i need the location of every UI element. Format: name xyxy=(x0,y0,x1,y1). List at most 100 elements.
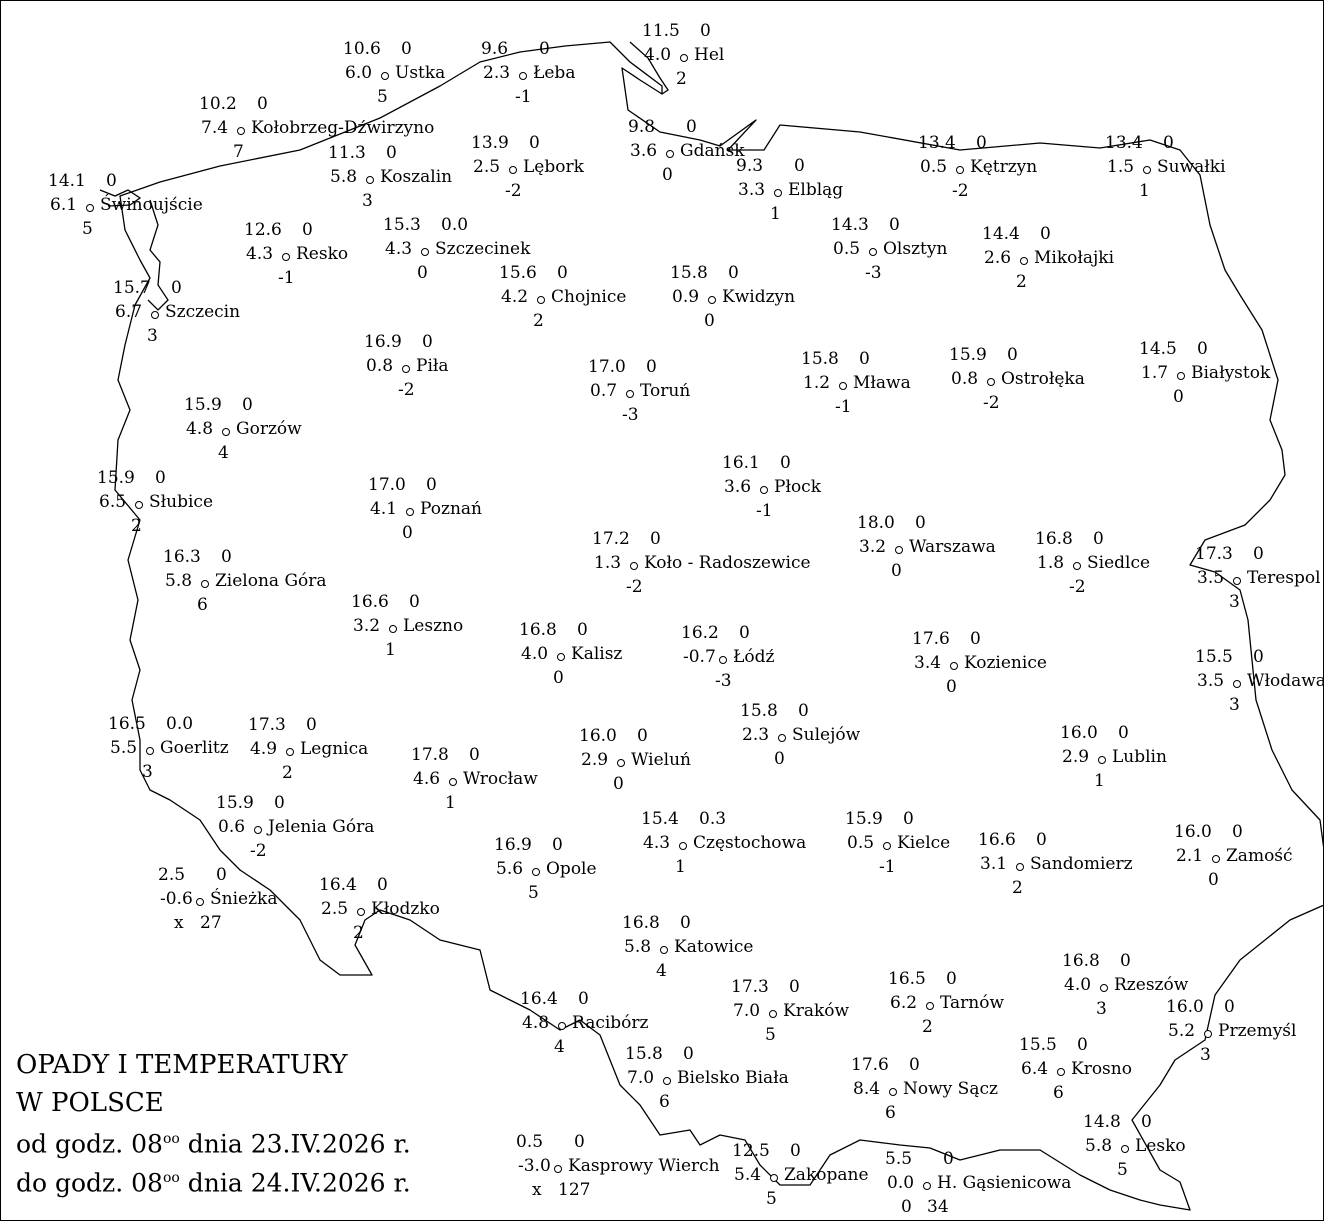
station-name: Bielsko Biała xyxy=(677,1068,789,1088)
station-name: Katowice xyxy=(674,937,754,957)
station-precip: 0 xyxy=(903,809,914,829)
station-tmin: 0.5 xyxy=(847,833,875,853)
station-tmin: 6.4 xyxy=(1021,1059,1049,1079)
station-tmax: 17.3 xyxy=(731,977,769,997)
station-name: Gdańsk xyxy=(680,141,745,161)
station-name: Częstochowa xyxy=(693,833,807,853)
station-tmin: 3.5 xyxy=(1197,568,1225,588)
station-precip: 0 xyxy=(1224,997,1235,1017)
station-marker-icon xyxy=(286,748,294,756)
station-marker-icon xyxy=(237,127,245,135)
station-marker-icon xyxy=(950,662,958,670)
station-tmax: 15.9 xyxy=(949,345,987,365)
station-marker-icon xyxy=(883,842,891,850)
station-name: Koło - Radoszewice xyxy=(644,553,811,573)
station-tground: 5 xyxy=(1117,1160,1128,1180)
station-precip: 0 xyxy=(469,745,480,765)
station-tmin: 0.0 xyxy=(887,1173,915,1193)
station-name: Terespol xyxy=(1247,568,1321,588)
station-precip: 0 xyxy=(426,475,437,495)
station-name: Przemyśl xyxy=(1218,1021,1297,1041)
station-tground: 3 xyxy=(1096,999,1107,1019)
station-tmax: 15.9 xyxy=(216,793,254,813)
station-tmax: 16.0 xyxy=(1174,822,1212,842)
station-precip: 0 xyxy=(680,913,691,933)
station-name: Racibórz xyxy=(572,1013,649,1033)
station-tground: -1 xyxy=(879,857,896,877)
station-tmax: 15.9 xyxy=(97,468,135,488)
station-tground: 6 xyxy=(885,1103,896,1123)
legend-title-line2: W POLSCE xyxy=(16,1088,164,1118)
station-tmin: 4.2 xyxy=(501,287,529,307)
legend-from-suffix: dnia 23.IV.2026 r. xyxy=(179,1129,411,1159)
station-tmax: 16.8 xyxy=(1062,951,1100,971)
station-precip: 0 xyxy=(274,793,285,813)
station-tmax: 15.4 xyxy=(641,809,679,829)
station-precip: 0 xyxy=(1253,647,1264,667)
station-name: Kasprowy Wierch xyxy=(568,1156,720,1176)
station-marker-icon xyxy=(680,54,688,62)
hel-peninsula xyxy=(629,41,669,95)
station-marker-icon xyxy=(1016,863,1024,871)
station-tground: 2 xyxy=(353,923,364,943)
station-tground: 2 xyxy=(131,516,142,536)
station-tmin: 7.4 xyxy=(201,118,229,138)
station-tground: x xyxy=(174,913,184,933)
station-tmin: 4.1 xyxy=(370,499,398,519)
station-marker-icon xyxy=(769,1010,777,1018)
station-tmin: 1.2 xyxy=(803,373,831,393)
station-tmax: 16.0 xyxy=(1060,723,1098,743)
station-tmax: 15.6 xyxy=(499,263,537,283)
station-tmax: 16.6 xyxy=(351,592,389,612)
station-tground: -2 xyxy=(1069,577,1086,597)
station-tmax: 9.3 xyxy=(736,156,764,176)
station-tmax: 18.0 xyxy=(857,513,895,533)
station-tmax: 15.3 xyxy=(383,215,421,235)
station-tmax: 16.0 xyxy=(579,726,617,746)
station-tmin: 2.6 xyxy=(984,248,1012,268)
station-precip: 0 xyxy=(683,1044,694,1064)
station-tmax: 14.4 xyxy=(982,224,1020,244)
legend-from-prefix: od godz. 08 xyxy=(16,1129,163,1159)
station-tmax: 11.3 xyxy=(328,143,366,163)
station-precip: 0 xyxy=(976,133,987,153)
station-name: Białystok xyxy=(1191,363,1271,383)
station-precip: 0 xyxy=(557,263,568,283)
station-tground: 0 xyxy=(901,1197,912,1217)
station-name: Lublin xyxy=(1112,747,1167,767)
station-name: Goerlitz xyxy=(160,738,229,758)
station-tmin: 2.5 xyxy=(473,157,501,177)
station-precip: 0 xyxy=(700,21,711,41)
station-precip: 0 xyxy=(646,357,657,377)
station-precip: 0 xyxy=(574,1132,585,1152)
legend-period-from: od godz. 08oo dnia 23.IV.2026 r. xyxy=(16,1122,411,1161)
station-tground: 0 xyxy=(891,561,902,581)
station-tground: 3 xyxy=(142,762,153,782)
station-tmin: 5.4 xyxy=(734,1165,762,1185)
station-tground: 3 xyxy=(1229,592,1240,612)
station-tmin: 0.5 xyxy=(920,157,948,177)
station-tmax: 15.5 xyxy=(1019,1035,1057,1055)
station-name: Chojnice xyxy=(551,287,627,307)
station-precip: 0 xyxy=(1077,1035,1088,1055)
station-tmax: 15.9 xyxy=(845,809,883,829)
station-marker-icon xyxy=(557,653,565,661)
station-name: Hel xyxy=(694,45,725,65)
station-tground: 2 xyxy=(533,311,544,331)
station-marker-icon xyxy=(282,253,290,261)
station-name: Wieluń xyxy=(631,750,692,770)
station-marker-icon xyxy=(778,734,786,742)
station-name: Płock xyxy=(774,477,822,497)
station-marker-icon xyxy=(719,656,727,664)
station-precip: 0 xyxy=(728,263,739,283)
station-precip: 0 xyxy=(1120,951,1131,971)
station-tmax: 14.5 xyxy=(1139,339,1177,359)
station-tmax: 17.6 xyxy=(912,629,950,649)
station-marker-icon xyxy=(708,296,716,304)
station-name: Kalisz xyxy=(571,644,623,664)
station-tmax: 16.5 xyxy=(108,714,146,734)
station-precip: 0 xyxy=(257,94,268,114)
station-tmin: 5.6 xyxy=(496,859,524,879)
station-tground: -3 xyxy=(715,671,732,691)
station-precip: 0 xyxy=(943,1149,954,1169)
